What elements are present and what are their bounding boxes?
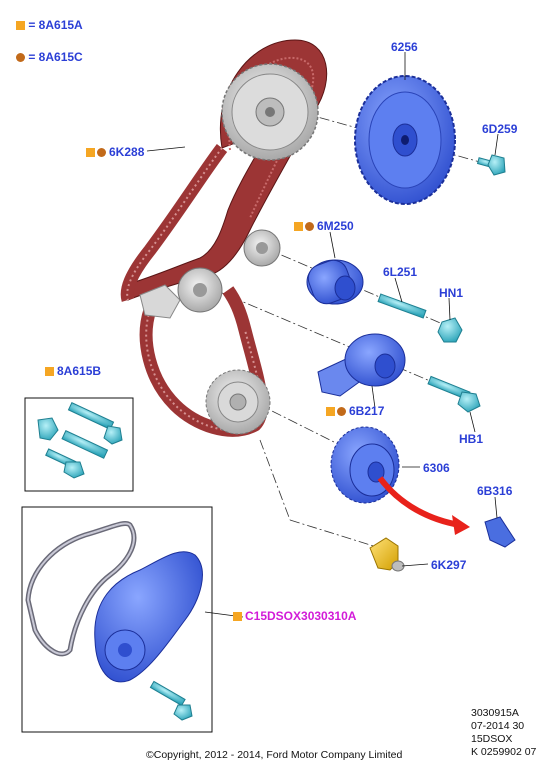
callout-6b217[interactable]: 6B217 bbox=[326, 404, 384, 418]
callout-6k288[interactable]: 6K288 bbox=[86, 145, 144, 159]
callout-6m250-label: 6M250 bbox=[317, 219, 354, 233]
callout-6306[interactable]: 6306 bbox=[423, 461, 450, 475]
legend-label-circle: = 8A615C bbox=[28, 50, 83, 64]
legend-item-square: = 8A615A bbox=[16, 18, 83, 32]
legend-item-circle: = 8A615C bbox=[16, 50, 83, 64]
legend-label-square: = 8A615A bbox=[28, 18, 83, 32]
callout-6l251[interactable]: 6L251 bbox=[383, 265, 418, 279]
callout-c15-label: C15DSOX3030310A bbox=[245, 609, 357, 623]
idler-pulley bbox=[306, 259, 364, 305]
copyright-text: ©Copyright, 2012 - 2014, Ford Motor Comp… bbox=[146, 749, 403, 761]
callout-8a615b[interactable]: 8A615B bbox=[45, 364, 101, 378]
camshaft-sprocket-installed bbox=[221, 63, 319, 161]
square-marker-icon bbox=[86, 148, 95, 157]
callout-6m250[interactable]: 6M250 bbox=[294, 219, 354, 233]
callout-6k297[interactable]: 6K297 bbox=[431, 558, 467, 572]
nut-hn1 bbox=[437, 317, 463, 343]
tensioner-installed bbox=[139, 267, 223, 319]
callout-6b316[interactable]: 6B316 bbox=[477, 484, 513, 498]
circle-marker-icon bbox=[337, 407, 346, 416]
square-marker-icon bbox=[233, 612, 242, 621]
part-6b316 bbox=[484, 516, 516, 548]
callout-6256[interactable]: 6256 bbox=[391, 40, 418, 54]
callout-hn1[interactable]: HN1 bbox=[439, 286, 464, 300]
drawing-info: 3030915A 07-2014 30 15DSOX K 0259902 07 bbox=[471, 707, 536, 759]
circle-marker-icon bbox=[305, 222, 314, 231]
water-pump-box bbox=[21, 506, 213, 733]
idler-pulley-installed bbox=[243, 229, 281, 267]
bolt-hb1 bbox=[427, 375, 481, 413]
square-marker-icon bbox=[45, 367, 54, 376]
info-line: 15DSOX bbox=[471, 733, 513, 745]
crankshaft-sprocket-installed bbox=[205, 369, 271, 435]
kit-box-8a615b bbox=[24, 397, 134, 492]
callout-6k288-label: 6K288 bbox=[109, 145, 145, 159]
camshaft-sprocket bbox=[354, 75, 456, 205]
callout-6b217-label: 6B217 bbox=[349, 404, 385, 418]
red-arrow bbox=[377, 476, 470, 535]
tensioner bbox=[317, 333, 406, 397]
bolt-6d259 bbox=[476, 154, 506, 176]
square-marker-icon bbox=[326, 407, 335, 416]
circle-marker-icon bbox=[16, 53, 25, 62]
info-line: 3030915A bbox=[471, 707, 519, 719]
info-line: 07-2014 30 bbox=[471, 720, 525, 732]
callout-c15dsox3030310a[interactable]: C15DSOX3030310A bbox=[233, 609, 356, 623]
square-marker-icon bbox=[16, 21, 25, 30]
circle-marker-icon bbox=[97, 148, 106, 157]
info-line: K 0259902 07 bbox=[471, 746, 537, 758]
callout-6d259[interactable]: 6D259 bbox=[482, 122, 518, 136]
square-marker-icon bbox=[294, 222, 303, 231]
part-6k297 bbox=[369, 537, 405, 572]
callout-hb1[interactable]: HB1 bbox=[459, 432, 484, 446]
stud-6l251 bbox=[377, 293, 427, 319]
callout-8a615b-label: 8A615B bbox=[57, 364, 102, 378]
